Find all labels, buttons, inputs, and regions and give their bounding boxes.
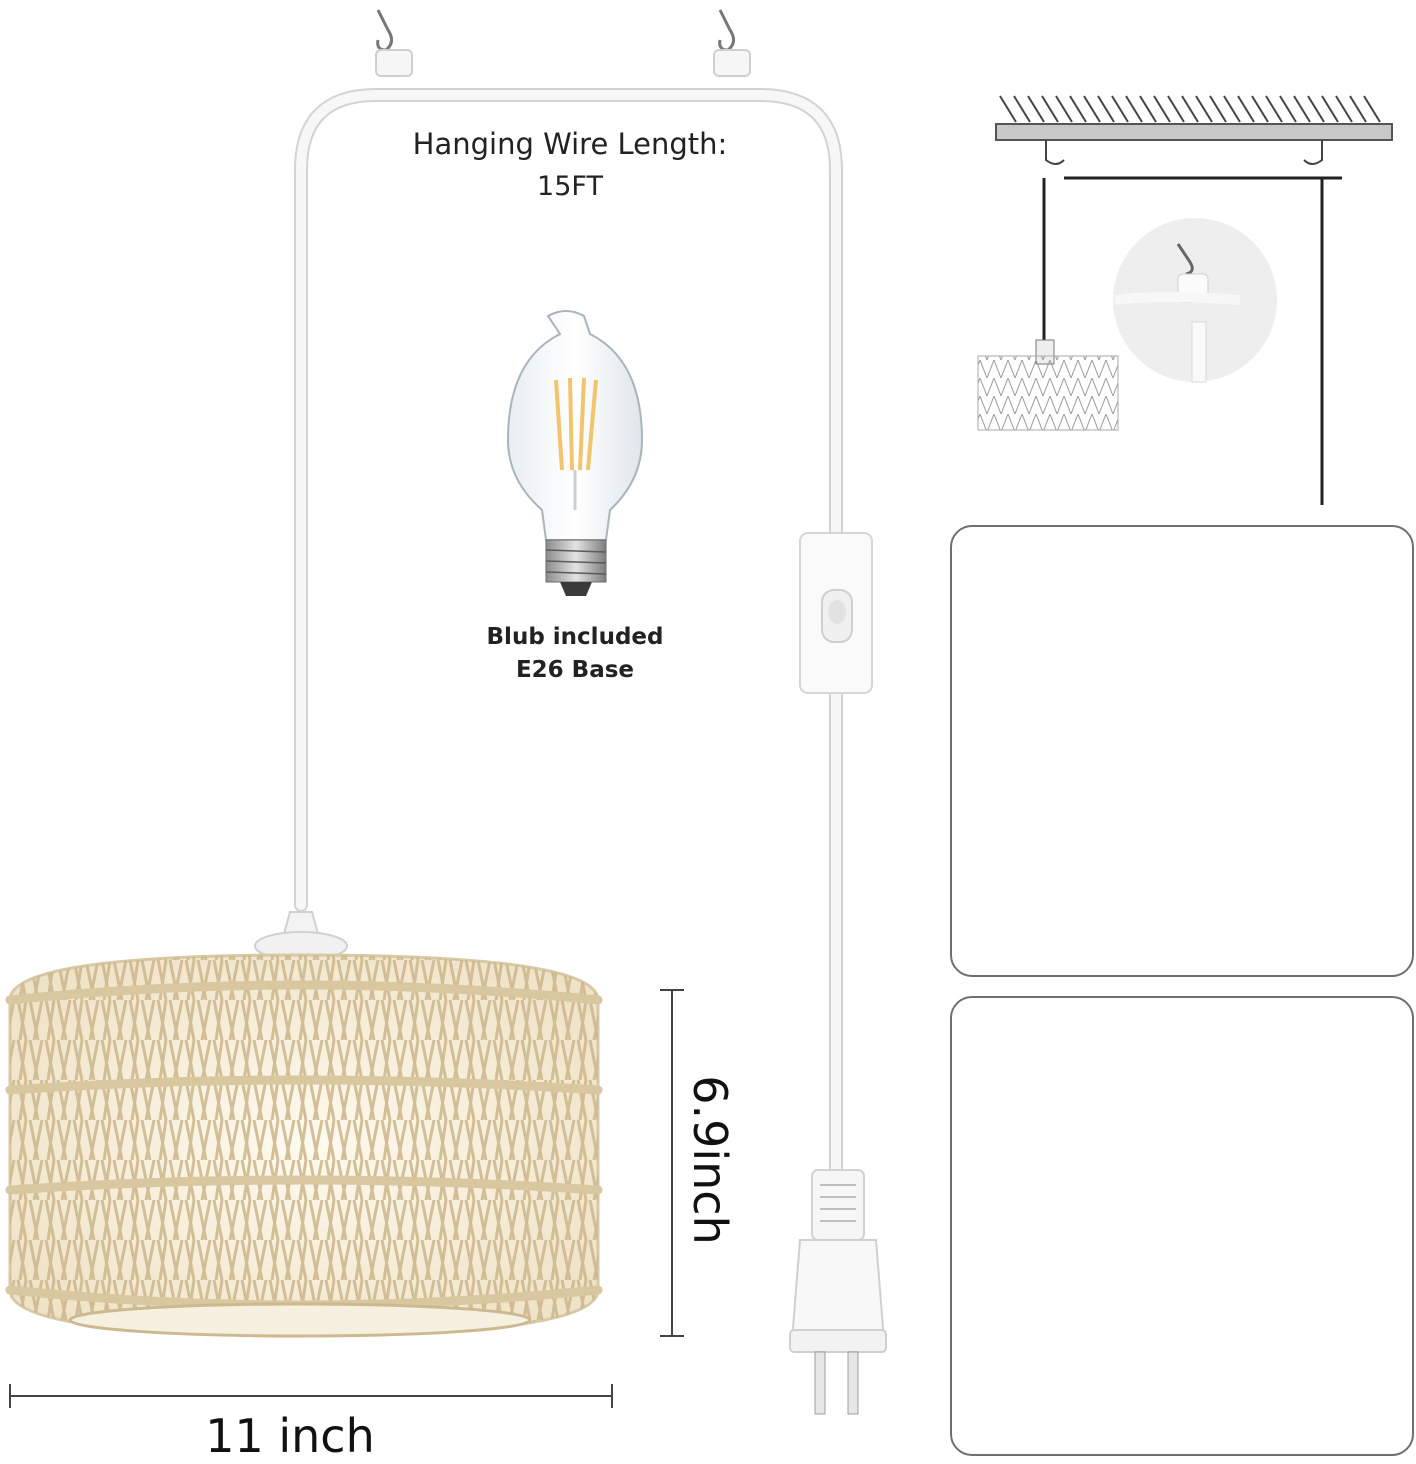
hardware-kit-panel bbox=[950, 996, 1414, 1456]
socket-cap bbox=[282, 911, 320, 935]
wire-length-title: Hanging Wire Length: bbox=[412, 127, 728, 161]
cord-clip-left bbox=[375, 49, 413, 77]
flat-ceiling-diagram bbox=[977, 95, 1393, 505]
bulb-included-label: Blub included bbox=[486, 624, 664, 650]
sloped-ceiling-panel bbox=[950, 525, 1414, 977]
rattan-shade bbox=[5, 953, 603, 1338]
two-prong-plug-icon bbox=[789, 1169, 887, 1415]
ceiling-hook-icon bbox=[376, 9, 735, 52]
inline-switch-icon bbox=[799, 532, 873, 694]
wire-length-value: 15FT bbox=[537, 171, 603, 202]
hanging-cord bbox=[294, 88, 843, 1207]
cord-clip-right bbox=[713, 49, 751, 77]
height-dimension-line bbox=[660, 989, 684, 1337]
height-label: 6.9inch bbox=[683, 1075, 737, 1245]
width-dimension-line bbox=[9, 1384, 613, 1408]
bulb-base-label: E26 Base bbox=[515, 657, 635, 683]
edison-bulb-icon bbox=[506, 310, 644, 596]
width-label: 11 inch bbox=[205, 1409, 375, 1463]
